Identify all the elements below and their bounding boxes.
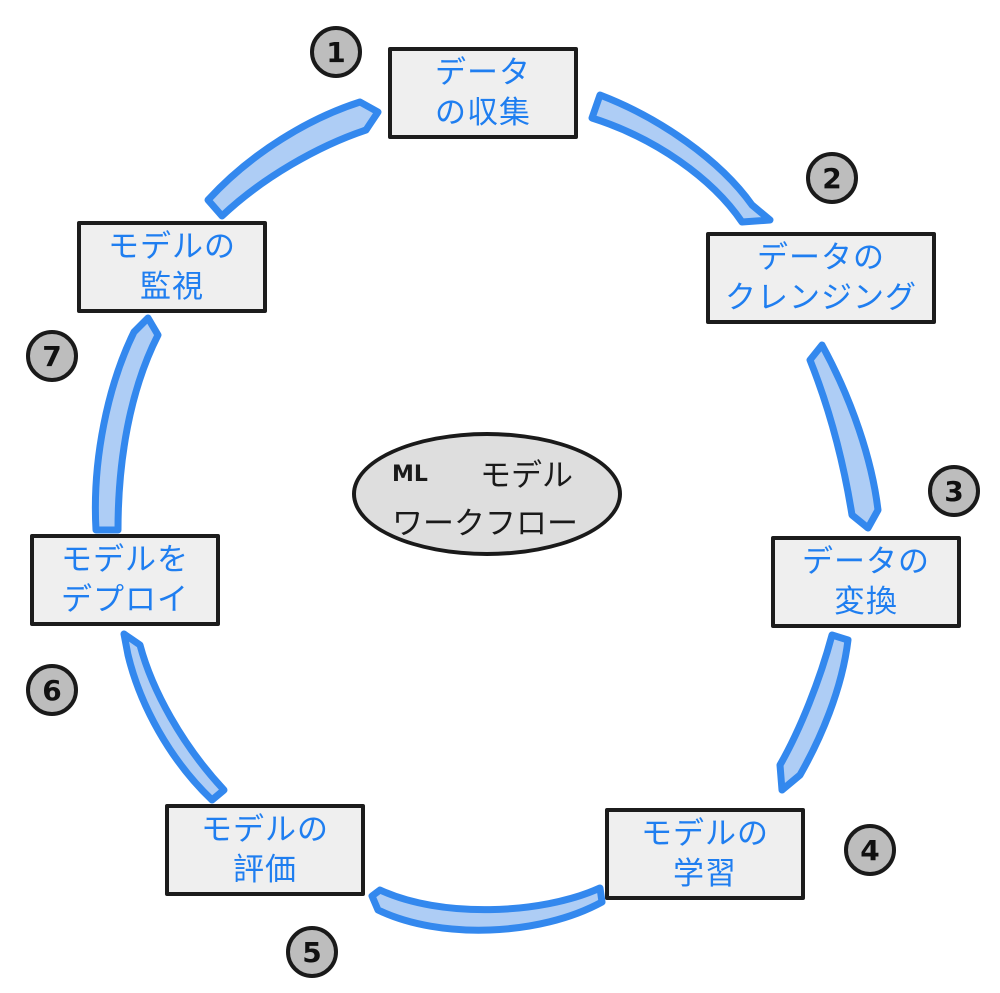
step-1-line1: データ — [435, 55, 531, 91]
step-6-line2: デプロイ — [61, 582, 189, 618]
step-6-line1: モデルを — [61, 542, 189, 578]
arrow-4-to-5 — [368, 884, 606, 934]
arrow-5-to-6 — [120, 630, 228, 804]
step-3-line2: 変換 — [834, 584, 898, 620]
step-4-line2: 学習 — [673, 856, 737, 892]
step-number-5: 5 — [286, 926, 338, 978]
step-number-7: 7 — [26, 330, 78, 382]
step-7-line1: モデルの — [108, 229, 236, 265]
step-7-line2: 監視 — [140, 269, 204, 305]
step-4-line1: モデルの — [641, 816, 769, 852]
step-5-line1: モデルの — [201, 812, 329, 848]
step-1-line2: の収集 — [435, 95, 531, 131]
center-ml-workflow: ML モデル ワークフロー — [352, 432, 622, 556]
step-data-collection: データ の収集 — [388, 47, 578, 139]
step-5-line2: 評価 — [233, 852, 297, 888]
step-data-cleansing: データの クレンジング — [706, 232, 936, 324]
arrow-7-to-1 — [204, 98, 382, 220]
step-2-line1: データの — [757, 240, 885, 276]
arrow-6-to-7 — [91, 314, 162, 534]
step-3-line1: データの — [802, 544, 930, 580]
step-number-4: 4 — [844, 824, 896, 876]
center-title-line2: ワークフロー — [392, 506, 578, 542]
ml-badge: ML — [392, 462, 428, 487]
step-number-2: 2 — [806, 152, 858, 204]
step-model-monitoring: モデルの 監視 — [77, 221, 267, 313]
center-title-line1: モデル — [480, 458, 573, 494]
step-number-3: 3 — [928, 465, 980, 517]
arrow-2-to-3 — [806, 341, 882, 532]
step-number-6: 6 — [26, 664, 78, 716]
step-data-transformation: データの 変換 — [771, 536, 961, 628]
step-model-training: モデルの 学習 — [605, 808, 805, 900]
step-2-line2: クレンジング — [725, 280, 917, 316]
arrow-3-to-4 — [776, 631, 852, 794]
arrow-1-to-2 — [588, 91, 774, 226]
step-number-1: 1 — [310, 26, 362, 78]
step-model-evaluation: モデルの 評価 — [165, 804, 365, 896]
step-model-deploy: モデルを デプロイ — [30, 534, 220, 626]
